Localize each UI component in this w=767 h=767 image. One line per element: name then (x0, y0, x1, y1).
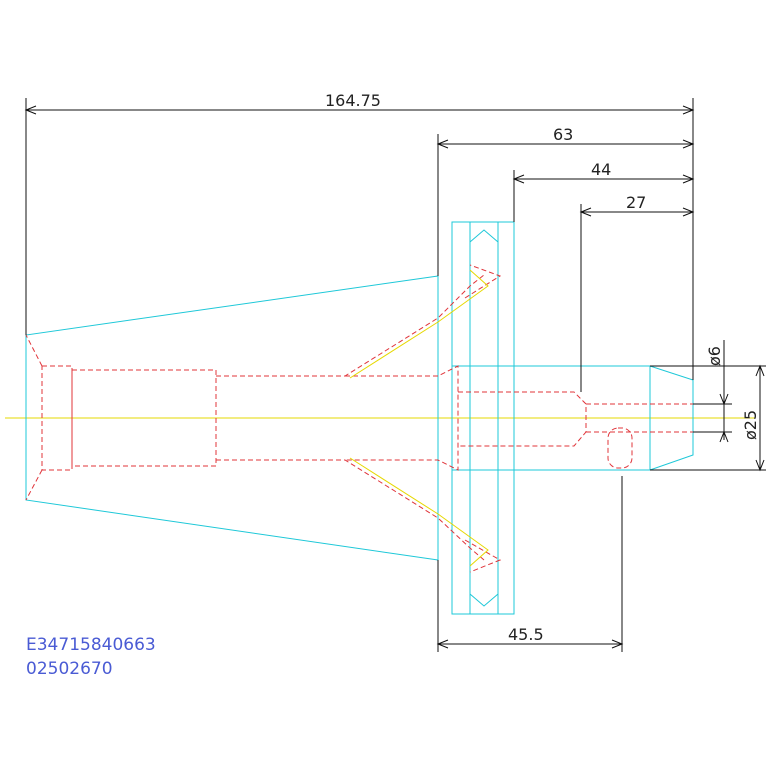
dim-text-44: 44 (591, 160, 611, 179)
dimension-diameter-25 (650, 364, 766, 472)
flange-outline (451, 221, 515, 615)
dimension-63 (436, 134, 695, 276)
dimension-diameter-6 (693, 340, 732, 443)
dim-text-63: 63 (553, 125, 573, 144)
nose-outline (514, 365, 694, 471)
internal-bore-hidden-lines (25, 264, 693, 573)
dim-text-diameter-25: ø25 (741, 410, 760, 440)
dimension-27 (579, 204, 695, 392)
dimension-164-75 (24, 98, 695, 380)
dimension-45-5 (436, 476, 624, 652)
dim-text-overall: 164.75 (325, 91, 381, 110)
dim-text-45-5: 45.5 (508, 625, 544, 644)
inner-yellow-lines (349, 269, 489, 567)
dim-text-27: 27 (626, 193, 646, 212)
part-code-line2: 02502670 (26, 659, 113, 679)
dimension-44 (512, 170, 695, 222)
part-code-line1: E34715840663 (26, 635, 156, 655)
dim-text-diameter-6: ø6 (705, 346, 724, 366)
